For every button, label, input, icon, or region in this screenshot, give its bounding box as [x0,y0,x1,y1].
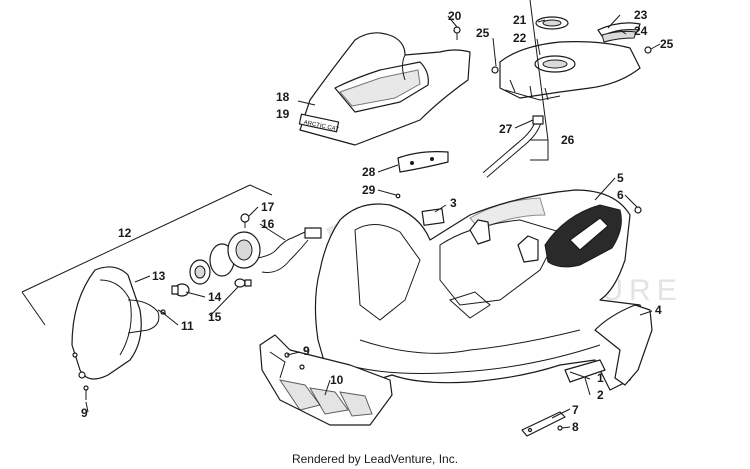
callout-10: 10 [330,373,344,387]
callout-labels: 1 2 3 4 5 6 7 8 9 9 9 10 11 12 13 14 15 … [81,8,674,434]
screw-8[interactable] [557,425,563,431]
callout-12: 12 [118,226,132,240]
callout-1: 1 [597,371,604,385]
callout-18: 18 [276,90,290,104]
emblem[interactable] [397,151,449,173]
small-bulb[interactable] [234,278,252,288]
screw-9-grill-b[interactable] [299,364,305,370]
screw-6[interactable] [634,206,642,214]
fender-flare[interactable] [594,304,653,386]
headlight-bulb[interactable] [171,283,190,297]
tank-decal[interactable] [597,22,641,43]
headlight-housing[interactable] [71,266,160,380]
callout-4: 4 [655,303,662,317]
screw-29[interactable] [395,193,401,199]
callout-8: 8 [572,420,579,434]
front-grill[interactable] [259,334,393,426]
gas-cap-ring[interactable] [535,16,569,30]
callout-16: 16 [261,217,275,231]
vent-hose[interactable] [482,115,544,178]
callout-6: 6 [617,188,624,202]
callout-25-left: 25 [476,26,490,40]
callout-28: 28 [362,165,376,179]
callout-29: 29 [362,183,376,197]
callout-23: 23 [634,8,648,22]
callout-20: 20 [448,9,462,23]
screw-25-right[interactable] [644,46,652,54]
screw-25-left[interactable] [491,66,499,74]
callout-2: 2 [597,388,604,402]
callout-9-grill: 9 [303,344,310,358]
tank-cover[interactable] [499,41,641,101]
screw-9-bottom[interactable] [83,385,89,400]
socket-assembly[interactable] [189,231,261,285]
callout-14: 14 [208,290,222,304]
callout-27: 27 [499,122,513,136]
callout-22: 22 [513,31,527,45]
footer-credit: Rendered by LeadVenture, Inc. [291,452,459,466]
screw-11[interactable] [157,309,167,315]
decal-3[interactable] [421,208,445,226]
fender-trim[interactable] [564,359,606,383]
callout-7: 7 [572,403,579,417]
callout-21: 21 [513,13,527,27]
wiring-harness[interactable] [257,227,322,273]
callout-19: 19 [276,107,290,121]
bolt-17[interactable] [240,213,250,228]
leader-lines [85,0,661,429]
callout-9-bottom: 9 [81,406,88,420]
callout-3: 3 [450,196,457,210]
callout-9-hidden: 9 [303,344,310,358]
callout-17: 17 [261,200,275,214]
screw-20[interactable] [453,26,461,40]
callout-25-right: 25 [660,37,674,51]
hood-decal[interactable] [544,204,622,268]
callout-11: 11 [181,319,194,333]
strap[interactable] [521,411,566,437]
callout-5: 5 [617,171,624,185]
callout-15: 15 [208,310,222,324]
seat[interactable]: ARCTIC CAT [298,32,471,146]
callout-24: 24 [634,24,648,38]
callout-26: 26 [561,133,575,147]
callout-13: 13 [152,269,166,283]
